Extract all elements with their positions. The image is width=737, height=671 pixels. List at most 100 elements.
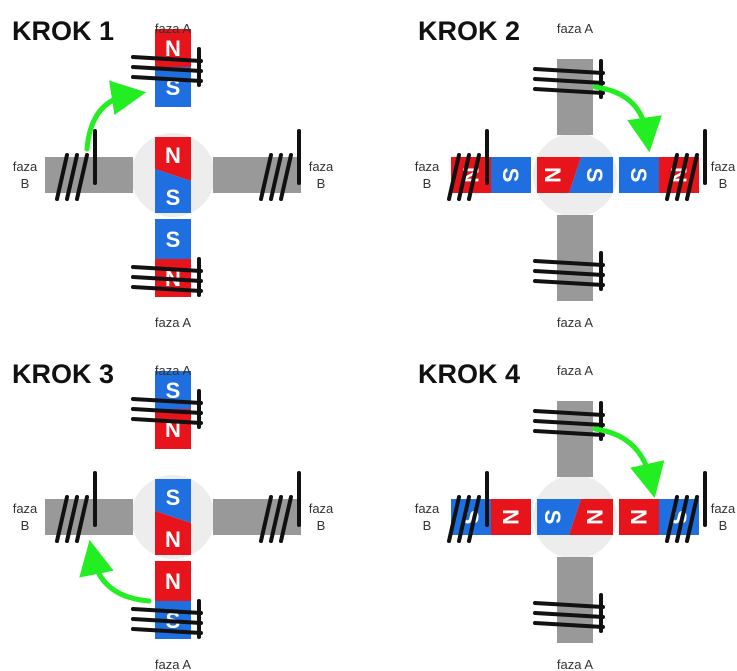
step-4-title: KROK 4 — [418, 359, 520, 389]
coil-top-active-wire — [131, 407, 203, 415]
phase-b-left-label: faza — [415, 159, 440, 174]
rotor-letter-b: N — [540, 167, 565, 183]
rotation-arrow — [592, 426, 665, 499]
coil-bottom — [533, 251, 605, 291]
rotor-magnet: SN — [155, 479, 191, 555]
rotor-letter-b: S — [166, 185, 181, 210]
phase-b-right-label: faza — [711, 501, 736, 516]
core-bottom — [557, 557, 593, 643]
right-inner-block — [619, 157, 659, 193]
coil-bottom-active-wire — [131, 275, 203, 283]
rotation-arrow — [79, 539, 152, 604]
phase-b-left-label-line2: B — [423, 176, 432, 191]
coil-left — [55, 471, 97, 543]
coil-top-active-wire — [131, 417, 203, 425]
coil-top — [533, 59, 605, 99]
phase-b-right-label-line2: B — [317, 176, 326, 191]
coil-right-wire — [259, 153, 273, 201]
coil-right-active — [665, 129, 707, 201]
rotor-letter-a: N — [165, 143, 181, 168]
coil-top-active — [131, 47, 203, 87]
phase-a-top-label: faza A — [557, 363, 593, 378]
coil-bottom-wire — [533, 269, 605, 277]
coil-top-wire — [533, 419, 605, 427]
coil-right-wire — [269, 495, 283, 543]
rotation-arrow — [84, 80, 147, 152]
phase-b-right-label-line2: B — [719, 518, 728, 533]
rotor-letter-a: N — [582, 509, 607, 525]
coil-bottom-active-wire — [131, 265, 203, 273]
phase-b-left-label-line2: B — [21, 518, 30, 533]
phase-b-right-label: faza — [711, 159, 736, 174]
coil-bottom-wire — [533, 611, 605, 619]
right-inner-letter: S — [626, 168, 651, 183]
coil-right-wire — [279, 495, 293, 543]
coil-left-active — [447, 129, 489, 201]
top-outer-letter: N — [165, 36, 181, 61]
coil-right-active-wire — [665, 495, 679, 543]
phase-a-top-label: faza A — [557, 21, 593, 36]
coil-left-wire — [75, 495, 89, 543]
coil-right-active — [665, 471, 707, 543]
bottom-inner-block — [155, 219, 191, 259]
coil-left-active-wire — [467, 153, 481, 201]
rotor-magnet: NS — [155, 137, 191, 213]
coil-left-active-wire — [457, 153, 471, 201]
rotor-half-a — [569, 499, 613, 535]
step-3-title: KROK 3 — [12, 359, 114, 389]
coil-bottom-wire — [533, 621, 605, 629]
coil-top — [533, 401, 605, 441]
coil-top-wire — [533, 77, 605, 85]
phase-b-right-label-line2: B — [719, 176, 728, 191]
coil-right — [259, 471, 301, 543]
phase-b-left-label: faza — [13, 159, 38, 174]
coil-bottom-wire — [533, 601, 605, 609]
coil-left-active-wire — [447, 153, 461, 201]
coil-left — [55, 129, 97, 201]
rotor-half-b — [537, 499, 581, 535]
phase-a-bottom-label: faza A — [155, 657, 191, 671]
top-inner-block — [155, 409, 191, 449]
core-bottom — [557, 215, 593, 301]
coil-bottom-wire — [533, 259, 605, 267]
phase-a-top-label: faza A — [155, 363, 191, 378]
phase-a-bottom-label: faza A — [155, 315, 191, 330]
coil-right-active-wire — [685, 153, 699, 201]
bottom-inner-block — [155, 561, 191, 601]
coil-left-active-wire — [467, 495, 481, 543]
coil-right-active-wire — [675, 495, 689, 543]
coil-left-wire — [55, 153, 69, 201]
coil-bottom-active-wire — [131, 285, 203, 293]
coil-bottom — [533, 593, 605, 633]
rotor-letter-b: S — [540, 510, 565, 525]
coil-right-wire — [279, 153, 293, 201]
coil-left-active-wire — [457, 495, 471, 543]
rotor-magnet: SN — [537, 157, 613, 193]
phase-b-right-label: faza — [309, 159, 334, 174]
coil-bottom-active-wire — [131, 607, 203, 615]
left-inner-block — [491, 499, 531, 535]
coil-right-active-wire — [675, 153, 689, 201]
coil-left-active-wire — [447, 495, 461, 543]
bottom-inner-letter: S — [166, 227, 181, 252]
right-inner-block — [619, 499, 659, 535]
coil-top-active-wire — [131, 65, 203, 73]
right-inner-letter: N — [626, 509, 651, 525]
step-1-title: KROK 1 — [12, 16, 114, 46]
rotor-half-b — [155, 169, 191, 213]
coil-bottom-active — [131, 599, 203, 639]
phase-b-left-label-line2: B — [21, 176, 30, 191]
step-2-title: KROK 2 — [418, 16, 520, 46]
coil-top-active-wire — [131, 397, 203, 405]
rotor-letter-a: S — [166, 485, 181, 510]
coil-bottom-active-wire — [131, 617, 203, 625]
phase-b-left-label-line2: B — [423, 518, 432, 533]
coil-top-wire — [533, 67, 605, 75]
bottom-inner-letter: N — [165, 569, 181, 594]
coil-top-active-wire — [131, 75, 203, 83]
coil-right-active-wire — [665, 153, 679, 201]
left-inner-letter: N — [498, 509, 523, 525]
